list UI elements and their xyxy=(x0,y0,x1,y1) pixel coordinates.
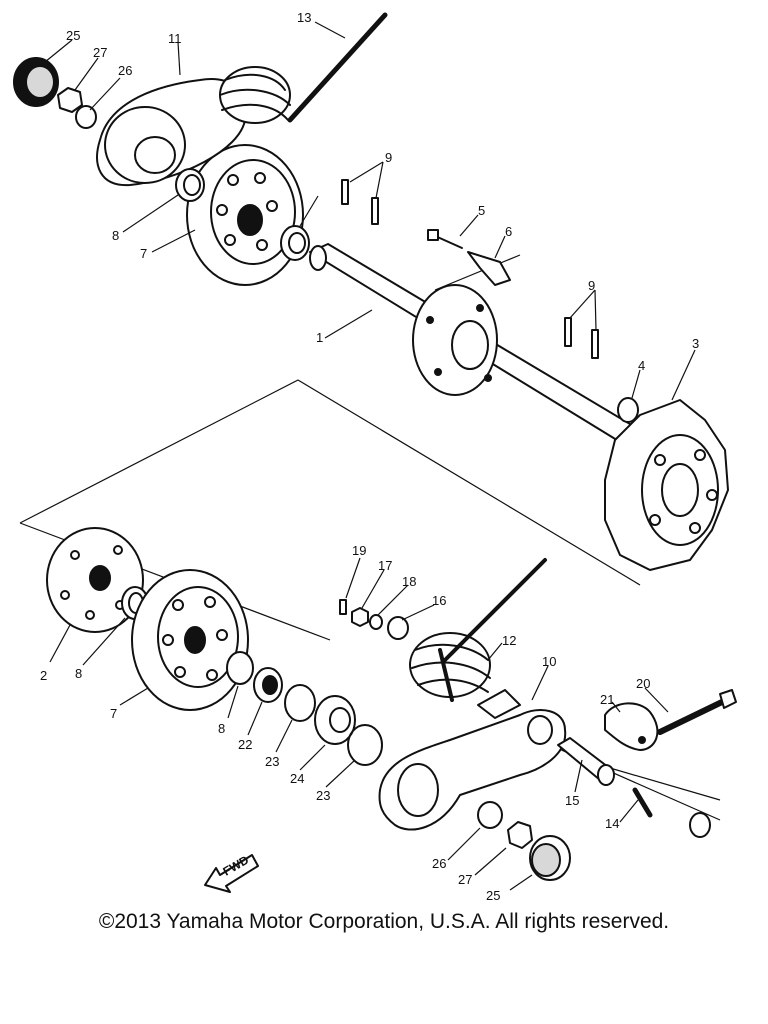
bracket-part-11 xyxy=(96,78,247,187)
label-25-upper: 25 xyxy=(66,28,80,43)
rod-part-13 xyxy=(287,12,388,123)
label-17: 17 xyxy=(378,558,392,573)
label-5: 5 xyxy=(478,203,485,218)
label-13: 13 xyxy=(297,10,311,25)
shaft-part-15 xyxy=(557,737,615,786)
label-3: 3 xyxy=(692,336,699,351)
label-12: 12 xyxy=(502,633,516,648)
bolt-part-14 xyxy=(632,787,711,838)
label-9-upper: 9 xyxy=(385,150,392,165)
cap-part-25-upper xyxy=(13,57,59,107)
label-27-upper: 27 xyxy=(93,45,107,60)
cap-part-25-lower xyxy=(529,835,571,881)
bracket-part-6 xyxy=(467,251,511,286)
part-labels: 25 27 26 11 13 9 8 7 5 6 1 9 3 4 19 17 1… xyxy=(40,10,699,900)
spring-part-12 xyxy=(409,558,547,702)
bolt-part-20 xyxy=(657,689,737,735)
label-7-lower: 7 xyxy=(110,706,117,721)
washer-part-26-lower xyxy=(477,801,503,829)
label-10: 10 xyxy=(542,654,556,669)
washer-part-26-upper xyxy=(75,105,97,129)
fwd-arrow-icon: FWD xyxy=(204,853,259,893)
label-25-lower: 25 xyxy=(486,888,500,900)
label-2: 2 xyxy=(40,668,47,683)
label-6: 6 xyxy=(505,224,512,239)
sprocket-part-3 xyxy=(604,399,729,571)
label-27-lower: 27 xyxy=(458,872,472,887)
hub-disk xyxy=(412,284,498,396)
bracket-part-21 xyxy=(604,702,659,751)
label-16: 16 xyxy=(432,593,446,608)
label-1: 1 xyxy=(316,330,323,345)
arm-part-10 xyxy=(378,689,567,831)
label-8-lower-left: 8 xyxy=(75,666,82,681)
washer-part-18 xyxy=(369,614,383,630)
washer-part-16 xyxy=(387,616,409,640)
pulley-part-7-lower xyxy=(131,569,249,711)
label-8-lower: 8 xyxy=(218,721,225,736)
label-11: 11 xyxy=(168,31,182,46)
label-23-a: 23 xyxy=(265,754,279,769)
nut-part-27-lower xyxy=(507,821,533,849)
bolt-part-5 xyxy=(427,229,463,249)
copyright-notice: ©2013 Yamaha Motor Corporation, U.S.A. A… xyxy=(98,910,670,933)
washer-part-8-lower-2 xyxy=(226,651,254,685)
pulley-part-7-upper xyxy=(186,144,304,286)
nut-part-17 xyxy=(351,607,369,627)
label-24: 24 xyxy=(290,771,304,786)
collar-part-4 xyxy=(617,397,639,423)
ring-part-23-a xyxy=(284,684,316,722)
label-4: 4 xyxy=(638,358,645,373)
bearing-part-22 xyxy=(253,667,283,703)
label-20: 20 xyxy=(636,676,650,691)
parts-diagram: FWD xyxy=(13,10,737,900)
label-19: 19 xyxy=(352,543,366,558)
spring-upper xyxy=(219,66,291,124)
label-21: 21 xyxy=(600,692,614,707)
label-7-upper: 7 xyxy=(140,246,147,261)
label-26-lower: 26 xyxy=(432,856,446,871)
label-18: 18 xyxy=(402,574,416,589)
label-9-right: 9 xyxy=(588,278,595,293)
plate-part-2 xyxy=(46,527,144,633)
label-23-b: 23 xyxy=(316,788,330,803)
leader-lines xyxy=(44,21,696,891)
washer-part-8-upper xyxy=(175,168,310,261)
label-8-upper-left: 8 xyxy=(112,228,119,243)
label-14: 14 xyxy=(605,816,619,831)
ring-part-23-b xyxy=(347,724,383,766)
pin-part-9 xyxy=(341,179,599,359)
pin-part-19 xyxy=(339,599,347,615)
label-15: 15 xyxy=(565,793,579,808)
label-22: 22 xyxy=(238,737,252,752)
nut-part-27-upper xyxy=(57,87,83,113)
bearing-part-24 xyxy=(314,695,356,745)
label-26-upper: 26 xyxy=(118,63,132,78)
